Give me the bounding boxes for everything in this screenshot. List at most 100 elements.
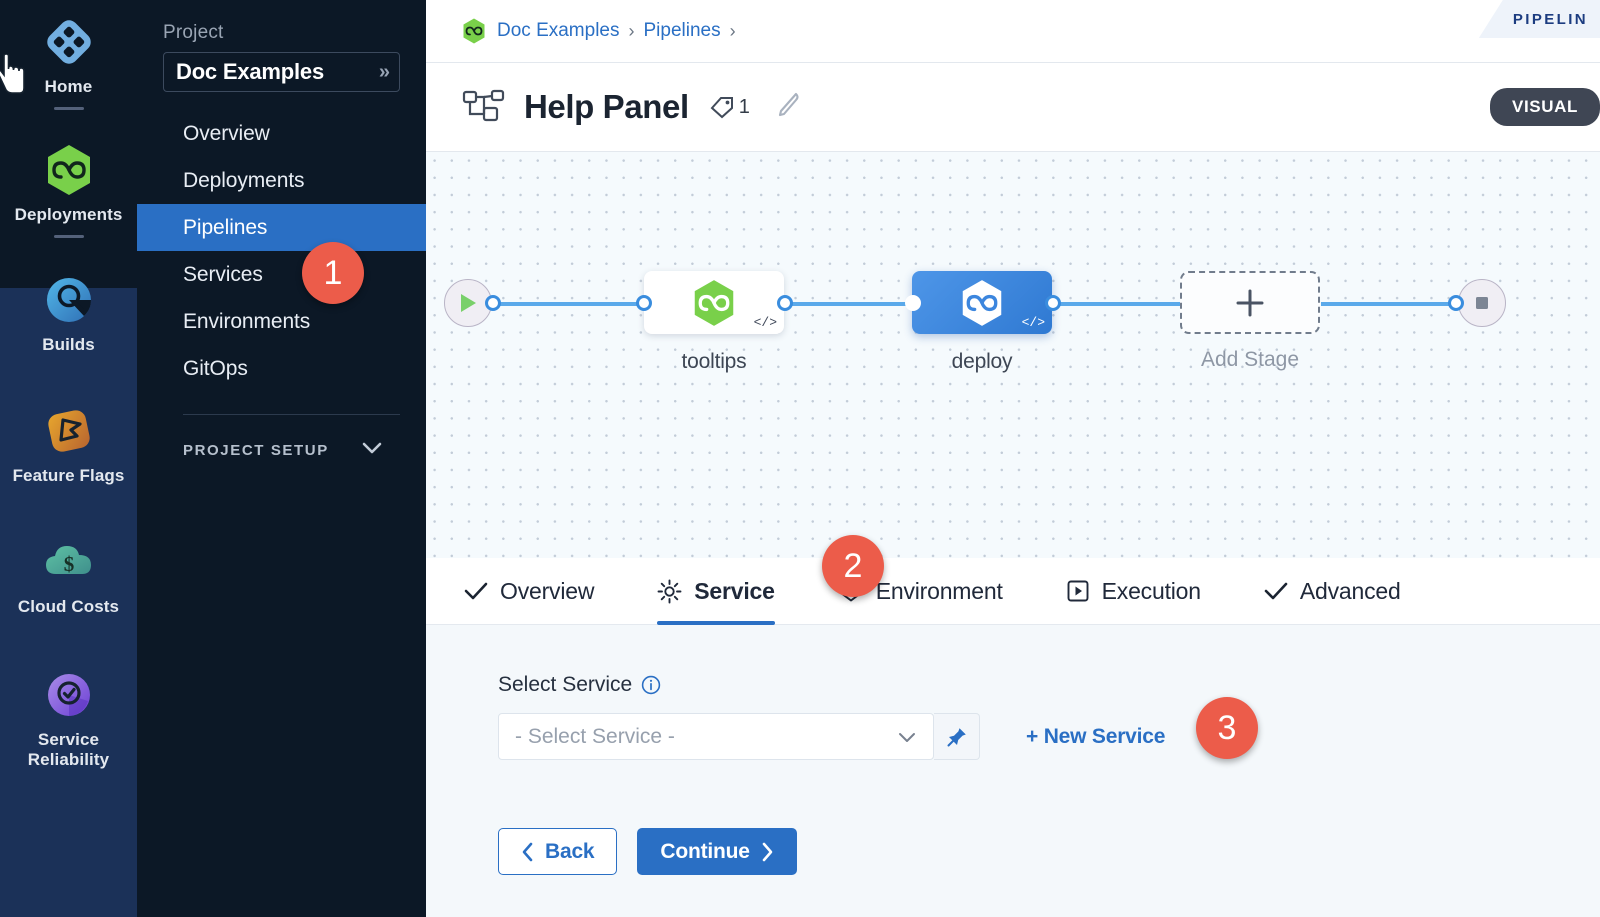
tag-count[interactable]: 1 <box>709 95 750 119</box>
pipeline-canvas[interactable]: </> tooltips </> deploy <box>426 152 1600 558</box>
start-node-port[interactable] <box>485 295 501 311</box>
rail-item-feature-flags[interactable]: Feature Flags <box>0 361 137 492</box>
pipeline-studio-ribbon: PIPELIN <box>1478 0 1600 38</box>
sidebar-item-services[interactable]: Services <box>137 251 426 298</box>
tab-overview[interactable]: Overview <box>464 558 594 625</box>
tab-execution[interactable]: Execution <box>1066 558 1201 625</box>
tab-advanced[interactable]: Advanced <box>1264 558 1401 625</box>
play-triangle-icon <box>461 294 476 312</box>
tag-icon <box>709 95 735 119</box>
harness-hexagon-icon <box>43 144 95 196</box>
breadcrumb-item-doc-examples[interactable]: Doc Examples <box>497 20 620 41</box>
sidebar-item-label: Overview <box>183 121 270 145</box>
stage-code-badge: </> <box>1021 315 1045 330</box>
mode-toggle-visual[interactable]: VISUAL <box>1490 88 1600 126</box>
stage-deploy-in-port[interactable] <box>905 295 921 311</box>
double-chevron-right-icon: » <box>378 60 390 83</box>
tab-label: Service <box>694 577 775 604</box>
sidebar-item-gitops[interactable]: GitOps <box>137 345 426 392</box>
service-tab-panel: Select Service - Select Service - <box>426 625 1600 917</box>
sidebar-item-pipelines[interactable]: Pipelines <box>137 204 426 251</box>
harness-hexagon-white-icon <box>962 279 1002 326</box>
start-node[interactable] <box>444 279 492 327</box>
select-service-label: Select Service <box>498 673 1600 697</box>
rail-item-service-reliability[interactable]: Service Reliability <box>0 623 137 776</box>
edge-tooltips-to-deploy <box>778 302 913 306</box>
rail-item-label: Service Reliability <box>27 730 110 769</box>
project-sidebar: Project Doc Examples » Overview Deployme… <box>137 0 426 917</box>
pin-service-button[interactable] <box>934 713 980 760</box>
stage-node-deploy[interactable]: </> <box>912 271 1052 334</box>
breadcrumb-separator: › <box>628 20 635 41</box>
tab-label: Environment <box>875 577 1003 604</box>
tab-label: Overview <box>500 577 595 604</box>
stage-label-tooltips: tooltips <box>681 350 747 373</box>
select-service-dropdown[interactable]: - Select Service - <box>498 713 934 760</box>
rail-item-label: Builds <box>42 335 95 354</box>
rail-item-deployments[interactable]: Deployments <box>0 116 137 244</box>
sidebar-item-deployments[interactable]: Deployments <box>137 157 426 204</box>
tag-count-value: 1 <box>738 95 750 118</box>
pipeline-nodes-icon <box>462 89 506 125</box>
select-service-value: - Select Service - <box>515 724 675 748</box>
sidebar-item-label: Deployments <box>183 168 305 192</box>
callout-badge-3: 3 <box>1196 697 1258 759</box>
tab-service[interactable]: Service <box>657 558 776 625</box>
builds-magnifier-icon <box>43 274 95 326</box>
callout-badge-1: 1 <box>302 242 364 304</box>
stage-tooltips-out-port[interactable] <box>777 295 793 311</box>
pushpin-icon <box>947 727 966 746</box>
end-node-port[interactable] <box>1448 295 1464 311</box>
rail-items: Home Deployments <box>0 0 137 776</box>
form-button-row: Back Continue <box>498 828 1600 875</box>
rail-item-cloud-costs[interactable]: $ Cloud Costs <box>0 492 137 623</box>
sidebar-item-overview[interactable]: Overview <box>137 110 426 157</box>
add-stage-label: Add Stage <box>1200 348 1300 371</box>
rail-item-home[interactable]: Home <box>0 0 137 116</box>
pointing-hand-cursor <box>0 53 28 99</box>
project-selector[interactable]: Doc Examples » <box>163 52 400 92</box>
rail-active-underline <box>53 235 84 238</box>
sidebar-divider <box>183 414 400 415</box>
rail-item-label: Deployments <box>14 205 123 224</box>
end-node[interactable] <box>1458 279 1506 327</box>
new-service-link[interactable]: + New Service <box>1026 724 1166 748</box>
check-icon <box>1264 581 1288 601</box>
breadcrumb: Doc Examples › Pipelines › PIPELIN <box>426 0 1600 62</box>
project-setup-label: PROJECT SETUP <box>183 441 329 459</box>
project-setup-toggle[interactable]: PROJECT SETUP <box>137 415 426 459</box>
stage-tooltips-in-port[interactable] <box>636 295 652 311</box>
add-stage-node[interactable] <box>1180 271 1320 334</box>
continue-button[interactable]: Continue <box>637 828 797 875</box>
back-button[interactable]: Back <box>498 828 618 875</box>
tab-label: Execution <box>1101 577 1201 604</box>
rail-item-label: Home <box>44 77 93 96</box>
feature-flag-icon <box>43 405 95 457</box>
rail-item-builds[interactable]: Builds <box>0 244 137 361</box>
stage-deploy-out-port[interactable] <box>1045 295 1061 311</box>
sidebar-item-label: GitOps <box>183 356 248 380</box>
svg-text:$: $ <box>63 552 74 576</box>
chevron-right-icon <box>761 842 774 862</box>
info-circle-icon[interactable] <box>641 675 661 695</box>
service-reliability-check-icon <box>43 669 95 721</box>
edge-deploy-to-add <box>1051 302 1181 306</box>
stage-code-badge: </> <box>753 315 777 330</box>
select-service-label-text: Select Service <box>498 673 633 696</box>
check-icon <box>464 581 488 601</box>
pencil-icon[interactable] <box>776 91 802 124</box>
chevron-left-icon <box>521 842 534 862</box>
tab-label: Advanced <box>1299 577 1401 604</box>
breadcrumb-separator: › <box>729 20 736 41</box>
stop-square-icon <box>1476 297 1488 309</box>
project-name: Doc Examples <box>176 59 325 84</box>
play-box-icon <box>1066 579 1090 603</box>
home-grid-icon <box>43 16 95 68</box>
breadcrumb-item-pipelines[interactable]: Pipelines <box>643 20 721 41</box>
stage-label-deploy: deploy <box>951 350 1013 373</box>
main-content: Doc Examples › Pipelines › PIPELIN Help … <box>426 0 1600 917</box>
stage-node-tooltips[interactable]: </> <box>644 271 784 334</box>
project-section-label: Project <box>163 22 224 43</box>
sidebar-item-environments[interactable]: Environments <box>137 298 426 345</box>
